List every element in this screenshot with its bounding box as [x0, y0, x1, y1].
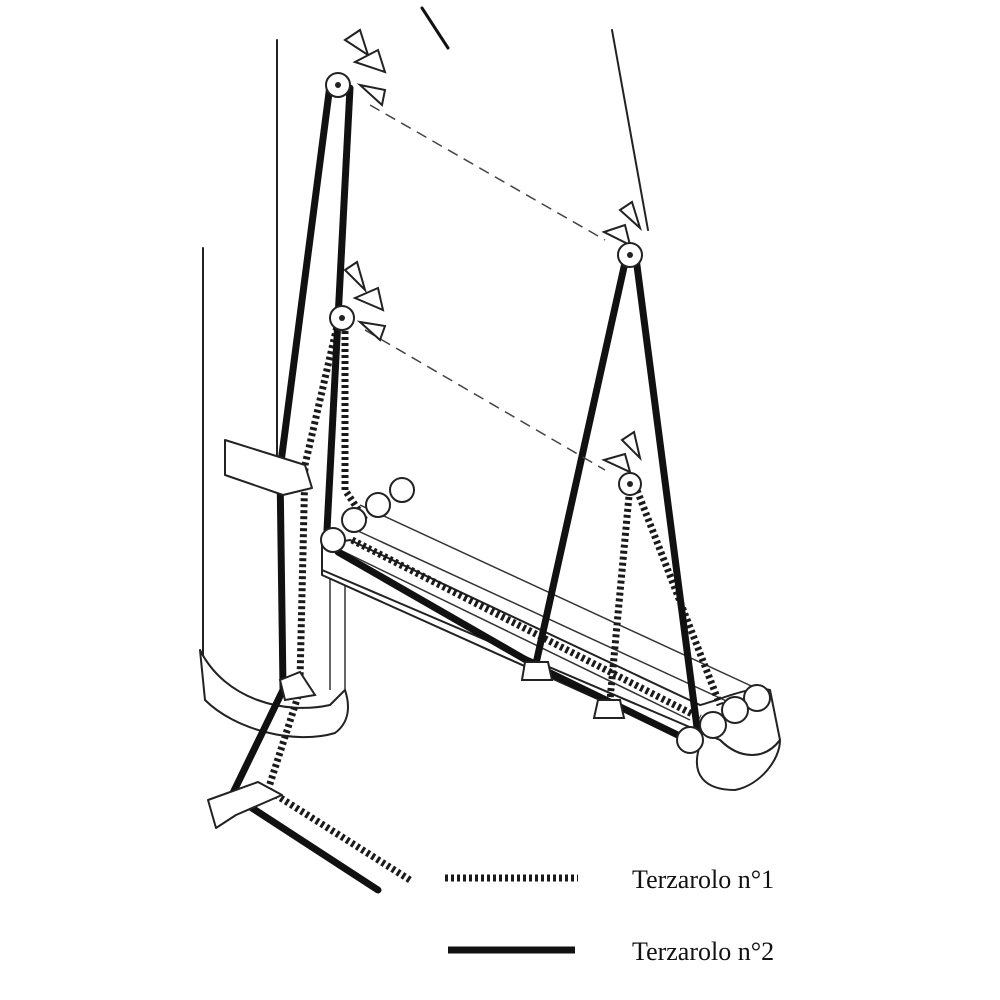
leech-cringle-block-lower: [601, 430, 642, 496]
mast-turning-block: [278, 670, 317, 702]
luff-cringle-block-lower: [329, 260, 387, 342]
legend: Terzarolo n°1 Terzarolo n°2: [445, 865, 774, 966]
boom-padeye-1: [520, 661, 554, 681]
halyard-fragment: [420, 6, 450, 50]
luff-cringle-block-upper: [325, 28, 387, 107]
legend-label-reef-1: Terzarolo n°1: [632, 865, 774, 894]
reef-row-1-dashed: [364, 329, 606, 471]
mast-collar: [199, 649, 349, 739]
legend-label-reef-2: Terzarolo n°2: [632, 937, 774, 966]
leech-cringle-block-upper: [601, 200, 643, 268]
boom-padeye-2: [592, 699, 626, 719]
mast-bracket: [224, 439, 313, 496]
sail-leech: [611, 29, 649, 231]
deck-clutch: [207, 781, 283, 829]
gooseneck-sheaves: [320, 477, 415, 553]
reef-row-2-dashed: [369, 104, 606, 241]
boom: [321, 504, 781, 791]
mast: [202, 39, 346, 690]
clew-sheaves: [676, 684, 771, 754]
